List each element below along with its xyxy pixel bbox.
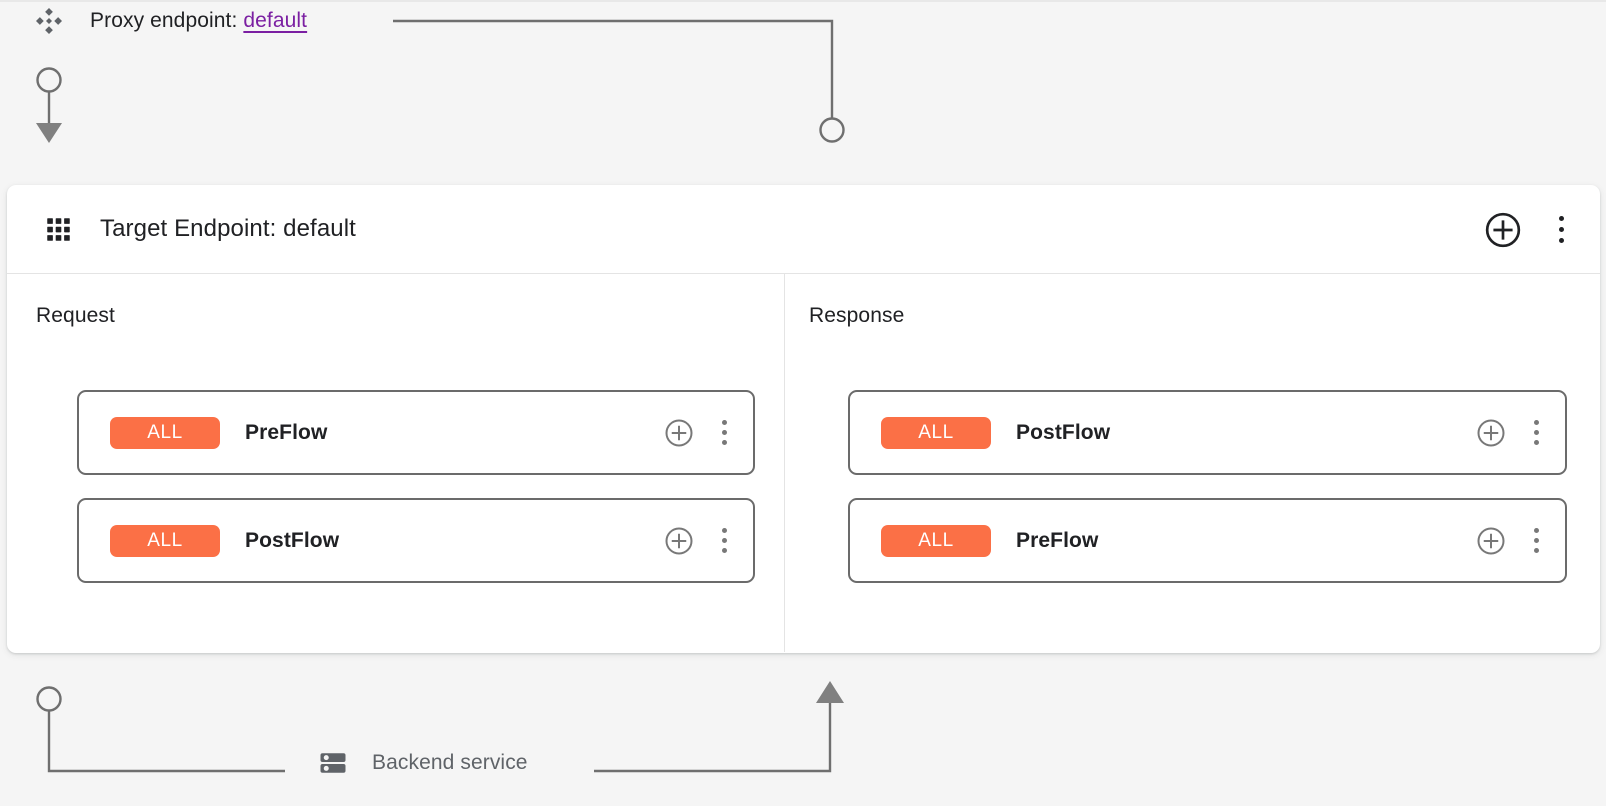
wire-target-out-left	[47, 710, 285, 773]
proxy-endpoint-row[interactable]: Proxy endpoint: default	[34, 6, 307, 36]
backend-service-label: Backend service	[372, 751, 528, 774]
target-endpoint-body: Request ALL PreFlow	[7, 274, 1600, 652]
flow-row-response-preflow[interactable]: ALL PreFlow	[848, 498, 1567, 583]
page-title: Target Endpoint: default	[100, 215, 356, 242]
kebab-dot	[1533, 548, 1539, 553]
flow-row-request-preflow[interactable]: ALL PreFlow	[77, 390, 755, 475]
target-endpoint-actions	[1484, 185, 1578, 274]
kebab-dot	[721, 440, 727, 445]
flow-name: PreFlow	[1016, 528, 1099, 552]
kebab-dot	[721, 528, 727, 533]
kebab-dot	[1558, 216, 1564, 221]
arrowhead-backend-return-up	[816, 681, 844, 703]
flow-row-actions	[664, 392, 737, 473]
add-circle-icon[interactable]	[664, 418, 694, 448]
status-badge: ALL	[110, 416, 220, 449]
kebab-dot	[1533, 430, 1539, 435]
request-column-title: Request	[36, 304, 115, 327]
response-flow-list: ALL PostFlow	[848, 390, 1567, 606]
proxy-endpoint-link[interactable]: default	[243, 9, 308, 32]
flow-name: PostFlow	[1016, 420, 1111, 444]
more-vert-icon[interactable]	[1523, 418, 1549, 448]
response-column-title: Response	[809, 304, 905, 327]
kebab-dot	[1558, 227, 1564, 232]
kebab-dot	[1533, 440, 1539, 445]
add-circle-icon[interactable]	[1476, 526, 1506, 556]
target-endpoint-card: Target Endpoint: default Request	[7, 185, 1600, 653]
proxy-endpoint-label: Proxy endpoint: default	[90, 9, 307, 33]
more-vert-icon[interactable]	[711, 526, 737, 556]
request-column: Request ALL PreFlow	[7, 274, 785, 652]
status-badge: ALL	[881, 524, 991, 557]
proxy-endpoint-icon	[36, 8, 62, 34]
kebab-dot	[1533, 420, 1539, 425]
target-endpoint-header: Target Endpoint: default	[7, 185, 1600, 274]
node-target-out	[36, 686, 62, 712]
kebab-dot	[721, 538, 727, 543]
wire-proxy-to-target	[393, 19, 834, 119]
backend-service-node[interactable]: Backend service	[318, 748, 542, 778]
kebab-dot	[1558, 238, 1564, 243]
grid-apps-icon	[47, 217, 70, 241]
response-column: Response ALL PostFlow	[785, 274, 1599, 652]
add-circle-icon[interactable]	[1484, 211, 1522, 249]
node-proxy-target-join	[819, 117, 845, 143]
kebab-dot	[721, 430, 727, 435]
kebab-dot	[1533, 538, 1539, 543]
add-circle-icon[interactable]	[1476, 418, 1506, 448]
flow-name: PreFlow	[245, 420, 328, 444]
server-stack-icon	[320, 753, 346, 773]
status-badge: ALL	[110, 524, 220, 557]
flow-row-actions	[1476, 392, 1549, 473]
kebab-dot	[721, 548, 727, 553]
wire-backend-return	[594, 697, 832, 773]
more-vert-icon[interactable]	[1523, 526, 1549, 556]
flow-row-response-postflow[interactable]: ALL PostFlow	[848, 390, 1567, 475]
kebab-dot	[721, 420, 727, 425]
more-vert-icon[interactable]	[1544, 211, 1578, 249]
more-vert-icon[interactable]	[711, 418, 737, 448]
status-badge: ALL	[881, 416, 991, 449]
proxy-endpoint-prefix: Proxy endpoint:	[90, 9, 244, 32]
add-circle-icon[interactable]	[664, 526, 694, 556]
flow-row-actions	[664, 500, 737, 581]
top-divider	[0, 0, 1606, 2]
kebab-dot	[1533, 528, 1539, 533]
node-proxy-in	[36, 67, 62, 93]
flow-row-request-postflow[interactable]: ALL PostFlow	[77, 498, 755, 583]
flow-row-actions	[1476, 500, 1549, 581]
request-flow-list: ALL PreFlow	[77, 390, 755, 606]
arrowhead-proxy-in	[36, 123, 62, 143]
flow-name: PostFlow	[245, 528, 340, 552]
